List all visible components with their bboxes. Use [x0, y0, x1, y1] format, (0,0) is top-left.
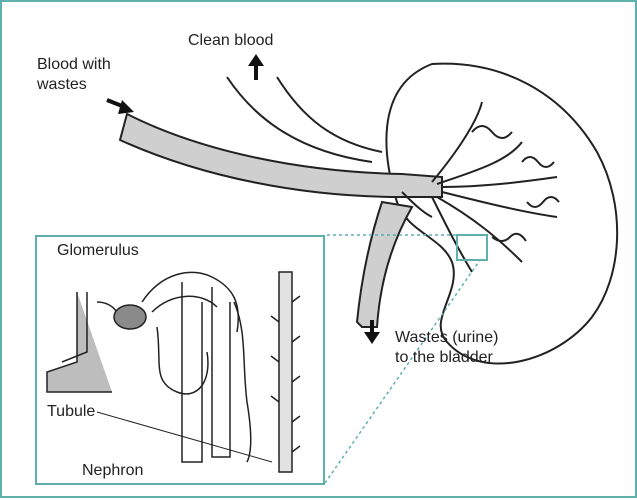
clean-blood-arrowhead [248, 54, 264, 66]
blood-in-arrowhead [118, 100, 134, 114]
connector-bottom [325, 260, 480, 483]
nephron-label: Nephron [82, 461, 143, 481]
clean-blood-label: Clean blood [188, 31, 273, 51]
glomerulus-label: Glomerulus [57, 241, 139, 261]
kidney-outline [386, 64, 617, 364]
wastes-urine-label-line2: to the bladder [395, 348, 493, 368]
ureter [357, 202, 412, 327]
blood-with-wastes-label-line2: wastes [37, 75, 87, 95]
clean-blood-vessel-outer [227, 77, 372, 162]
urine-arrowhead [364, 332, 380, 344]
tubule-label: Tubule [47, 402, 95, 422]
nephron-inset [35, 235, 325, 485]
wastes-urine-label-line1: Wastes (urine) [395, 328, 498, 348]
clean-blood-vessel-inner [277, 77, 382, 152]
blood-with-wastes-label-line1: Blood with [37, 55, 111, 75]
